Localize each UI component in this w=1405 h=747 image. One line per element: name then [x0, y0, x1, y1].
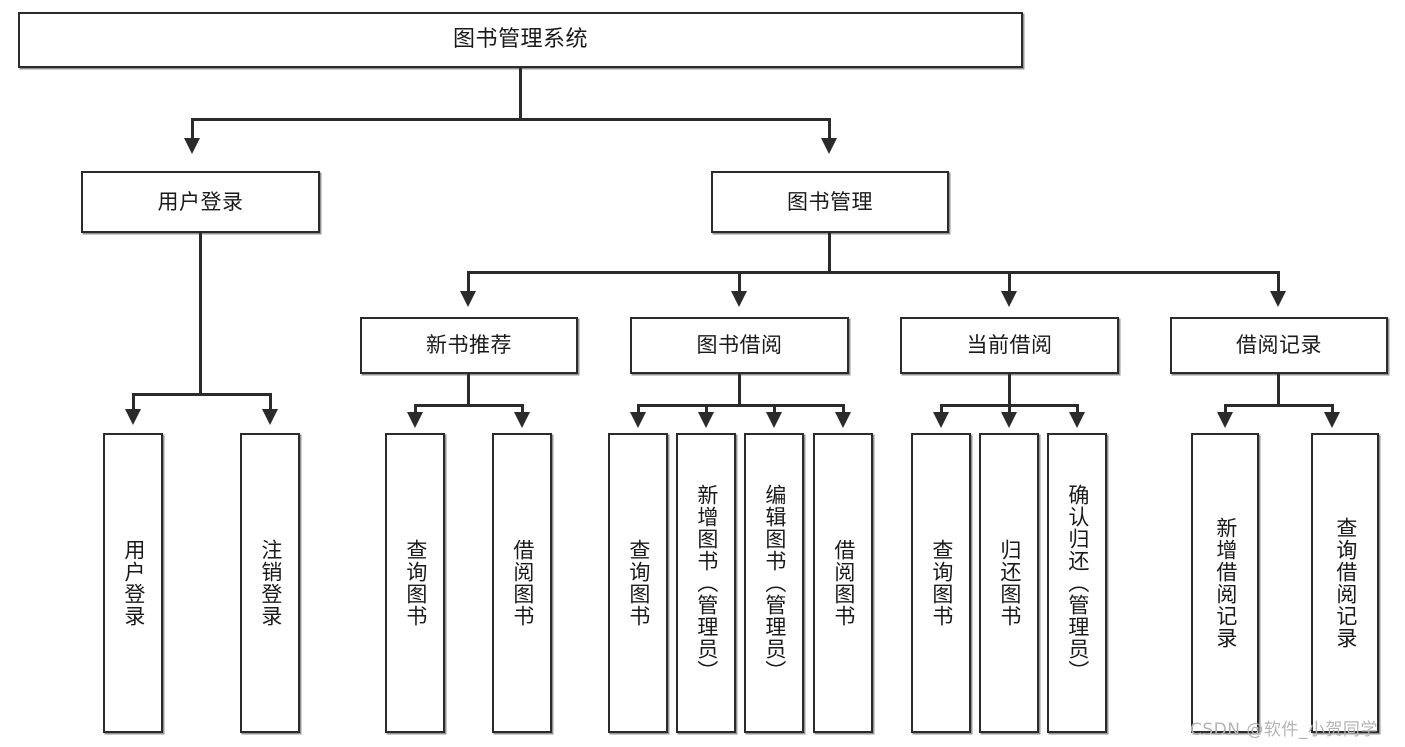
connector-borrow-record-stem — [1277, 374, 1280, 406]
connector-current-borrow-drop-3 — [1076, 404, 1079, 414]
node-root-system[interactable]: 图书管理系统 — [18, 12, 1023, 68]
arrow-leaf-book-borrow-2 — [698, 412, 714, 428]
arrow-to-current-borrow — [1001, 291, 1017, 307]
arrow-to-new-book — [460, 291, 476, 307]
leaf-user-login-login[interactable]: 用户登录 — [103, 433, 163, 733]
arrow-leaf-user-login-2 — [262, 409, 278, 425]
node-current-borrow[interactable]: 当前借阅 — [900, 317, 1119, 374]
connector-root-to-book-mgmt — [828, 118, 831, 140]
connector-user-login-stem — [199, 233, 202, 396]
leaf-current-borrow-confirm[interactable]: 确认归还（管理员） — [1047, 433, 1107, 733]
connector-root-stem — [519, 68, 522, 118]
leaf-current-borrow-return[interactable]: 归还图书 — [979, 433, 1039, 733]
leaf-borrow-record-add[interactable]: 新增借阅记录 — [1191, 433, 1259, 733]
leaf-label: 借阅图书 — [510, 539, 535, 627]
leaf-label: 新增图书（管理员） — [694, 484, 719, 682]
leaf-book-borrow-add[interactable]: 新增图书（管理员） — [676, 433, 736, 733]
connector-book-mgmt-stem — [828, 233, 831, 273]
node-label: 图书借阅 — [696, 333, 783, 358]
leaf-label: 借阅图书 — [831, 539, 856, 627]
node-book-management[interactable]: 图书管理 — [711, 171, 949, 233]
node-label: 新书推荐 — [426, 333, 512, 358]
connector-root-to-user-login — [191, 118, 194, 140]
connector-book-mgmt-drop-3 — [1008, 271, 1011, 293]
connector-book-borrow-stem — [738, 374, 741, 406]
node-label: 用户登录 — [157, 189, 244, 214]
connector-user-login-bus — [132, 393, 272, 396]
arrow-leaf-book-borrow-1 — [630, 412, 646, 428]
connector-book-borrow-bus — [637, 404, 845, 407]
connector-user-login-drop-2 — [269, 393, 272, 411]
node-label: 当前借阅 — [966, 333, 1053, 358]
node-label: 借阅记录 — [1236, 333, 1322, 358]
connector-current-borrow-drop-2 — [1008, 404, 1011, 414]
leaf-label: 归还图书 — [997, 539, 1022, 627]
leaf-label: 查询图书 — [929, 539, 954, 627]
arrow-leaf-current-borrow-2 — [1001, 412, 1017, 428]
node-book-borrow[interactable]: 图书借阅 — [630, 317, 849, 374]
connector-new-book-stem — [467, 374, 470, 406]
connector-book-mgmt-drop-1 — [467, 271, 470, 293]
leaf-label: 确认归还（管理员） — [1065, 484, 1090, 682]
leaf-book-borrow-query[interactable]: 查询图书 — [608, 433, 668, 733]
arrow-to-borrow-record — [1270, 291, 1286, 307]
leaf-label: 编辑图书（管理员） — [762, 484, 787, 682]
leaf-new-book-borrow[interactable]: 借阅图书 — [492, 433, 552, 733]
connector-user-login-drop-1 — [132, 393, 135, 411]
connector-new-book-drop-2 — [521, 404, 524, 414]
connector-root-bus — [191, 118, 831, 121]
connector-book-mgmt-bus — [467, 271, 1279, 274]
arrow-leaf-borrow-record-1 — [1217, 412, 1233, 428]
arrow-leaf-new-book-2 — [514, 412, 530, 428]
leaf-user-login-logout[interactable]: 注销登录 — [240, 433, 300, 733]
leaf-book-borrow-edit[interactable]: 编辑图书（管理员） — [744, 433, 804, 733]
arrow-leaf-current-borrow-1 — [933, 412, 949, 428]
leaf-label: 查询图书 — [403, 539, 428, 627]
arrow-leaf-current-borrow-3 — [1069, 412, 1085, 428]
leaf-label: 用户登录 — [121, 539, 146, 627]
connector-book-mgmt-drop-2 — [738, 271, 741, 293]
arrow-leaf-borrow-record-2 — [1324, 412, 1340, 428]
connector-book-borrow-drop-3 — [773, 404, 776, 414]
node-label: 图书管理 — [787, 189, 873, 214]
leaf-current-borrow-query[interactable]: 查询图书 — [911, 433, 971, 733]
arrow-to-user-login — [184, 138, 200, 154]
leaf-label: 查询图书 — [626, 539, 651, 627]
node-label: 图书管理系统 — [452, 27, 588, 53]
node-new-book-recommend[interactable]: 新书推荐 — [360, 317, 578, 374]
arrow-to-book-mgmt — [821, 138, 837, 154]
connector-new-book-bus — [414, 404, 524, 407]
connector-borrow-record-drop-2 — [1331, 404, 1334, 414]
leaf-label: 查询借阅记录 — [1333, 517, 1358, 649]
connector-book-borrow-drop-2 — [705, 404, 708, 414]
leaf-new-book-query[interactable]: 查询图书 — [385, 433, 445, 733]
connector-new-book-drop-1 — [414, 404, 417, 414]
connector-current-borrow-stem — [1008, 374, 1011, 406]
leaf-label: 注销登录 — [258, 539, 283, 627]
connector-book-mgmt-drop-4 — [1277, 271, 1280, 293]
arrow-to-borrow-book — [731, 291, 747, 307]
arrow-leaf-user-login-1 — [125, 409, 141, 425]
leaf-book-borrow-borrow[interactable]: 借阅图书 — [813, 433, 873, 733]
arrow-leaf-book-borrow-3 — [766, 412, 782, 428]
connector-borrow-record-bus — [1224, 404, 1334, 407]
connector-book-borrow-drop-4 — [842, 404, 845, 414]
leaf-label: 新增借阅记录 — [1213, 517, 1238, 649]
arrow-leaf-new-book-1 — [407, 412, 423, 428]
connector-book-borrow-drop-1 — [637, 404, 640, 414]
arrow-leaf-book-borrow-4 — [835, 412, 851, 428]
connector-borrow-record-drop-1 — [1224, 404, 1227, 414]
connector-current-borrow-drop-1 — [940, 404, 943, 414]
leaf-borrow-record-query[interactable]: 查询借阅记录 — [1311, 433, 1379, 733]
node-borrow-record[interactable]: 借阅记录 — [1170, 317, 1388, 374]
node-user-login[interactable]: 用户登录 — [81, 171, 320, 233]
